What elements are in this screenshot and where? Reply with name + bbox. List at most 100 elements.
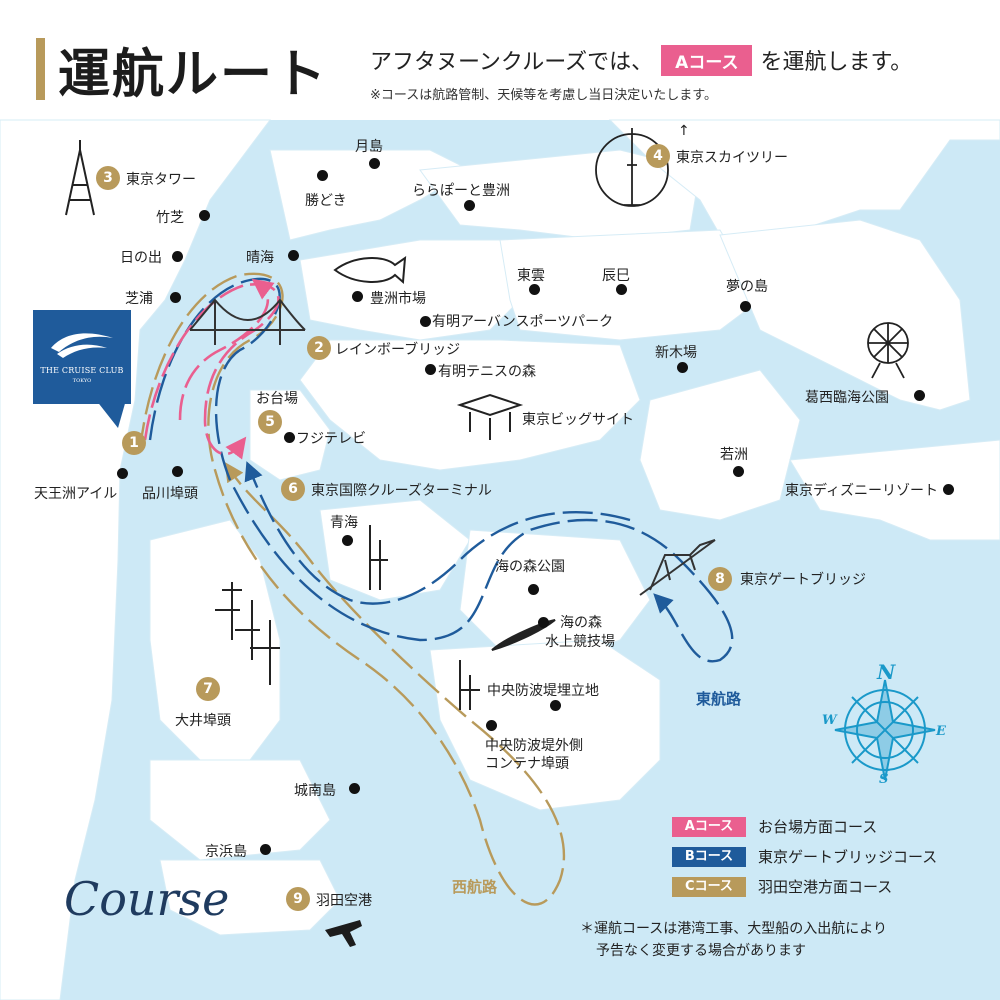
- legend-a-badge: Aコース: [672, 816, 746, 837]
- point-5-label: フジテレビ: [296, 431, 366, 447]
- dot-shinonome: [529, 284, 540, 295]
- dot-takeshiba: [199, 210, 210, 221]
- route-east-label: 東航路: [696, 690, 742, 708]
- wave-icon: [51, 333, 113, 358]
- route-c: [138, 272, 566, 906]
- label-disney: 東京ディズニーリゾート: [785, 483, 939, 499]
- dot-toyosu-market: [352, 291, 363, 302]
- dot-kachidoki: [317, 170, 328, 181]
- label-tennozu: 天王洲アイル: [34, 486, 118, 502]
- label-kasai: 葛西臨海公園: [805, 390, 889, 406]
- dot-fujitv: [284, 432, 295, 443]
- skytree-icon: [595, 128, 669, 207]
- ferris-wheel-icon: [867, 322, 909, 379]
- label-lalaport: ららぽーと豊洲: [412, 183, 510, 199]
- label-jonanjima: 城南島: [294, 783, 336, 799]
- point-8-label: 東京ゲートブリッジ: [740, 572, 866, 588]
- label-yumenoshima: 夢の島: [726, 279, 768, 295]
- footnote-line-1: ＊運航コースは港湾工事、大型船の入出航により: [580, 921, 888, 937]
- dot-uminomori-park: [528, 584, 539, 595]
- point-4-badge: 4: [646, 144, 670, 168]
- intro-text-before: アフタヌーンクルーズでは、: [370, 50, 654, 75]
- crane-icons: [215, 525, 480, 710]
- legend-b: Bコース 東京ゲートブリッジコース: [672, 846, 937, 867]
- footnote-line-2: 予告なく変更する場合があります: [596, 943, 806, 959]
- point-7-badge: 7: [196, 677, 220, 701]
- dot-jonanjima: [349, 783, 360, 794]
- rainbow-bridge: [189, 298, 306, 345]
- label-hinode: 日の出: [120, 250, 162, 266]
- label-ariake-sports: 有明アーバンスポーツパーク: [432, 314, 614, 330]
- legend-b-label: 東京ゲートブリッジコース: [758, 848, 938, 866]
- label-shinonome: 東雲: [517, 268, 545, 284]
- dot-ariake-sports: [420, 316, 431, 327]
- label-uminomori-park: 海の森公園: [495, 559, 565, 575]
- dot-uminomori-water: [538, 617, 549, 628]
- label-shinagawa: 品川埠頭: [142, 486, 198, 502]
- skytree-arrow: ↑: [678, 123, 690, 139]
- dot-keihinjima: [260, 844, 271, 855]
- big-sight-icon: [456, 393, 524, 440]
- page-title: 運航ルート: [58, 44, 329, 105]
- point-4-label: 東京スカイツリー: [676, 150, 788, 166]
- compass-south: S: [879, 772, 889, 787]
- label-uminomori-water-1: 海の森: [560, 615, 602, 631]
- label-odaiba: お台場: [256, 391, 298, 407]
- header-note: ※コースは航路管制、天候等を考慮し当日決定いたします。: [370, 88, 717, 103]
- label-chuo-outer-2: コンテナ埠頭: [485, 756, 569, 772]
- intro-course-badge: Aコース: [661, 44, 753, 76]
- legend-b-badge: Bコース: [672, 846, 746, 867]
- logo-sub: TOKYO: [72, 378, 92, 384]
- dot-shibaura: [170, 292, 181, 303]
- dot-hinode: [172, 251, 183, 262]
- compass-north: N: [877, 660, 896, 684]
- dot-yumenoshima: [740, 301, 751, 312]
- point-5-badge: 5: [258, 410, 282, 434]
- cruise-club-logo: THE CRUISE CLUB TOKYO: [33, 310, 131, 404]
- label-harumi: 晴海: [246, 250, 274, 266]
- label-takeshiba: 竹芝: [156, 210, 184, 226]
- label-shinkiba: 新木場: [655, 345, 697, 361]
- dot-shinagawa: [172, 466, 183, 477]
- header-accent-bar: [36, 38, 45, 100]
- gate-bridge: [639, 539, 716, 596]
- label-tatsumi: 辰巳: [602, 268, 630, 284]
- point-6-label: 東京国際クルーズターミナル: [311, 483, 492, 499]
- dot-wakasu: [733, 466, 744, 477]
- dot-aomi: [342, 535, 353, 546]
- route-b: [148, 277, 734, 663]
- label-keihinjima: 京浜島: [205, 844, 247, 860]
- logo-name: THE CRUISE CLUB: [40, 366, 124, 375]
- legend-c-label: 羽田空港方面コース: [758, 878, 893, 896]
- compass-west: W: [822, 713, 837, 728]
- point-9-label: 羽田空港: [316, 893, 372, 909]
- legend-a: Aコース お台場方面コース: [672, 816, 877, 837]
- point-7-label: 大井埠頭: [175, 713, 231, 729]
- header-intro: アフタヌーンクルーズでは、 Aコース を運航します。: [370, 44, 912, 76]
- dot-chuo-outer: [486, 720, 497, 731]
- airplane-icon: [325, 920, 362, 947]
- fish-icon: [333, 255, 407, 285]
- compass-icon: [834, 679, 936, 781]
- dot-kasai: [914, 390, 925, 401]
- point-2-label: レインボーブリッジ: [335, 342, 461, 358]
- intro-text-after: を運航します。: [760, 50, 913, 75]
- label-kachidoki: 勝どき: [305, 193, 347, 209]
- compass-east: E: [936, 724, 946, 739]
- label-toyosu-market: 豊洲市場: [370, 291, 426, 307]
- kayak-icon: [491, 619, 556, 651]
- tokyo-tower-icon: [65, 140, 95, 216]
- point-8-badge: 8: [708, 567, 732, 591]
- point-9-badge: 9: [286, 887, 310, 911]
- label-aomi: 青海: [330, 515, 358, 531]
- dot-shinkiba: [677, 362, 688, 373]
- label-ariake-tennis: 有明テニスの森: [438, 364, 536, 380]
- dot-disney: [943, 484, 954, 495]
- label-uminomori-water-2: 水上競技場: [545, 634, 615, 650]
- dot-chuo-bohatei: [550, 700, 561, 711]
- logo-pointer: [96, 400, 126, 428]
- route-a: [143, 278, 280, 460]
- legend-c: Cコース 羽田空港方面コース: [672, 876, 892, 897]
- point-2-badge: 2: [307, 336, 331, 360]
- course-wordmark: Course: [64, 872, 230, 926]
